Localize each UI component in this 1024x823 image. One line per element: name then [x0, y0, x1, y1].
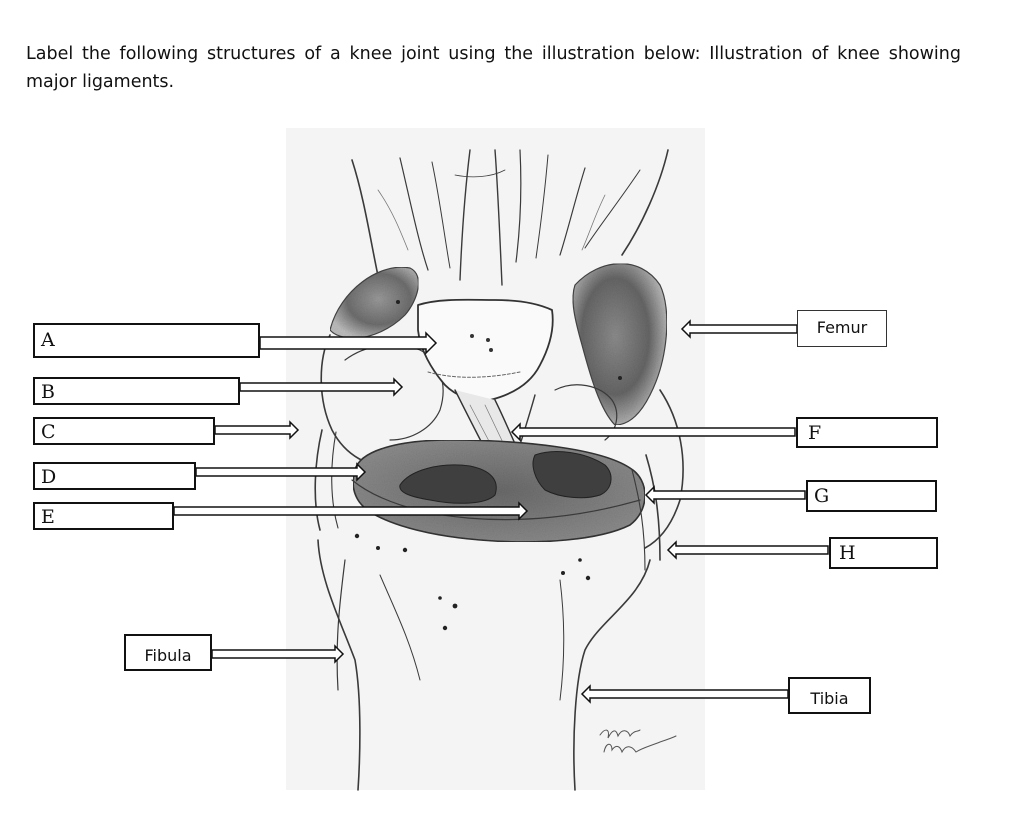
label-c-text: C — [41, 421, 56, 443]
label-box-f[interactable]: F — [796, 417, 938, 448]
label-box-a[interactable]: A — [33, 323, 260, 358]
arrow-c — [215, 422, 298, 438]
label-b-text: B — [41, 381, 55, 403]
label-box-b[interactable]: B — [33, 377, 240, 405]
label-box-femur: Femur — [797, 310, 887, 347]
label-a-text: A — [41, 329, 55, 351]
label-box-h[interactable]: H — [829, 537, 938, 569]
label-h-text: H — [839, 542, 856, 564]
label-g-text: G — [814, 485, 829, 507]
label-box-g[interactable]: G — [806, 480, 937, 512]
label-box-c[interactable]: C — [33, 417, 215, 445]
label-box-tibia: Tibia — [788, 677, 871, 714]
label-box-e[interactable]: E — [33, 502, 174, 530]
label-box-d[interactable]: D — [33, 462, 196, 490]
label-f-text: F — [808, 422, 821, 444]
label-e-text: E — [41, 506, 55, 528]
label-femur-text: Femur — [817, 318, 867, 337]
label-fibula-text: Fibula — [144, 646, 191, 665]
label-d-text: D — [41, 466, 56, 488]
label-tibia-text: Tibia — [810, 689, 848, 708]
label-box-fibula: Fibula — [124, 634, 212, 671]
